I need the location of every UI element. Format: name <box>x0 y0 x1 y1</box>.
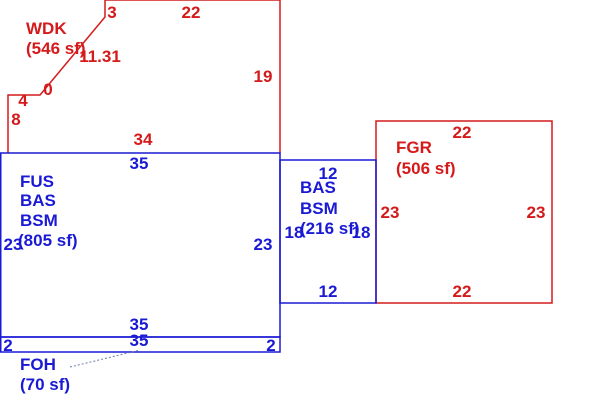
wdk-dim-corner: 0 <box>43 80 52 99</box>
fgr-dim-right: 23 <box>527 203 546 222</box>
wdk-dim-right: 19 <box>254 67 273 86</box>
wdk-dim-top-short: 3 <box>107 3 116 22</box>
wdk-dim-diagonal: 11.31 <box>79 47 121 66</box>
foh-name-label: FOH <box>20 355 56 374</box>
foh-dim-right: 2 <box>266 336 275 355</box>
foh-leader-line <box>69 349 141 368</box>
mid-dim-left: 18 <box>285 223 304 242</box>
mid-dim-bottom: 12 <box>319 282 338 301</box>
fgr-dim-left: 23 <box>381 203 400 222</box>
main-dim-top: 35 <box>130 154 149 173</box>
fgr-dim-top: 22 <box>453 123 472 142</box>
wdk-area-label: (546 sf) <box>26 39 86 58</box>
main-area-label: (805 sf) <box>18 231 78 250</box>
wdk-dim-top: 22 <box>182 3 201 22</box>
wdk-dim-left-lower: 8 <box>11 110 20 129</box>
fgr-area-label: (506 sf) <box>396 159 456 178</box>
main-line1-label: FUS <box>20 172 54 191</box>
mid-line1-label: BAS <box>300 178 336 197</box>
wdk-name-label: WDK <box>26 19 67 38</box>
main-dim-left: 23 <box>4 235 23 254</box>
main-dim-right: 23 <box>254 235 273 254</box>
fgr-dim-bottom: 22 <box>453 282 472 301</box>
mid-outline <box>279 159 377 304</box>
wdk-dim-bottom: 34 <box>134 130 153 149</box>
foh-dim-left: 2 <box>3 336 12 355</box>
mid-dim-top: 12 <box>319 164 338 183</box>
main-line2-label: BAS <box>20 191 56 210</box>
main-line3-label: BSM <box>20 211 58 230</box>
main-dim-bottom: 35 <box>130 315 149 334</box>
foh-outline <box>0 336 281 353</box>
mid-dim-right: 18 <box>352 223 371 242</box>
foh-dim-top: 35 <box>130 331 149 350</box>
wdk-outline <box>7 0 281 153</box>
mid-area-label: (216 sf) <box>300 219 360 238</box>
mid-line2-label: BSM <box>300 199 338 218</box>
fgr-name-label: FGR <box>396 138 432 157</box>
foh-area-label: (70 sf) <box>20 375 70 394</box>
wdk-dim-left-upper: 4 <box>18 91 28 110</box>
